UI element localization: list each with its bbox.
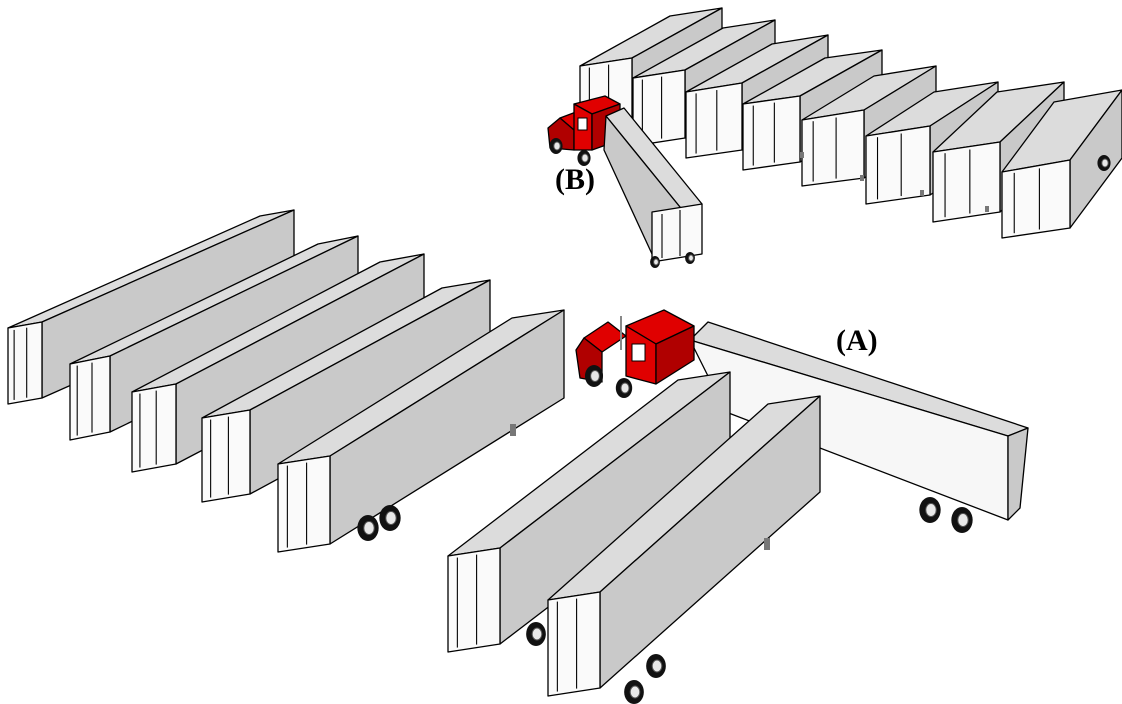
tractor-a-trailer [689,321,1029,533]
landing-gear [920,190,924,196]
trailer [1001,89,1122,239]
wheel [951,507,973,533]
trailer-back-door [277,455,331,553]
tractor-b-window [577,117,588,131]
trailer-back-door [69,355,111,441]
trailer-back-door [865,125,931,205]
trailer-back-door [932,141,1001,223]
trailer-back-door [447,547,501,653]
trailer-back-door [7,321,43,405]
trailer-back-door [201,409,251,503]
label-b: (B) [555,163,595,196]
tractor-a-cab-back [655,325,695,385]
tractor-a-window [631,343,646,362]
trailer-back-door [685,82,743,159]
trailer-back-end [1007,427,1029,521]
trailer [201,279,491,503]
landing-gear [800,152,804,158]
trailer-back-door [547,591,601,697]
wheel [615,378,633,398]
wheel [646,654,666,678]
trailer-back-door [131,383,177,473]
wheel [577,150,591,166]
landing-gear [764,538,770,550]
label-a: (A) [836,324,878,357]
wheel [526,622,546,646]
wheel [379,505,401,531]
wheel [1097,155,1111,171]
wheel [549,138,563,154]
wheel [584,365,604,387]
trailer [447,371,731,653]
landing-gear [985,206,989,212]
trailer-back-door [801,109,865,187]
trailer [547,395,821,697]
trailer-back-door [651,203,703,263]
wheel [357,515,379,541]
front-right-trailers [447,371,821,704]
landing-gear [860,175,864,181]
tractor-a [575,309,695,398]
wheel [650,256,660,268]
tractor-b-trailer [603,107,703,268]
front-left-trailer-row [7,209,565,553]
landing-gear [510,424,516,436]
wheel [919,497,941,523]
trailer [277,309,565,553]
wheel [685,252,695,264]
trailer-back-door [1001,159,1071,239]
wheel [624,680,644,704]
trailer-back-door [742,95,801,171]
